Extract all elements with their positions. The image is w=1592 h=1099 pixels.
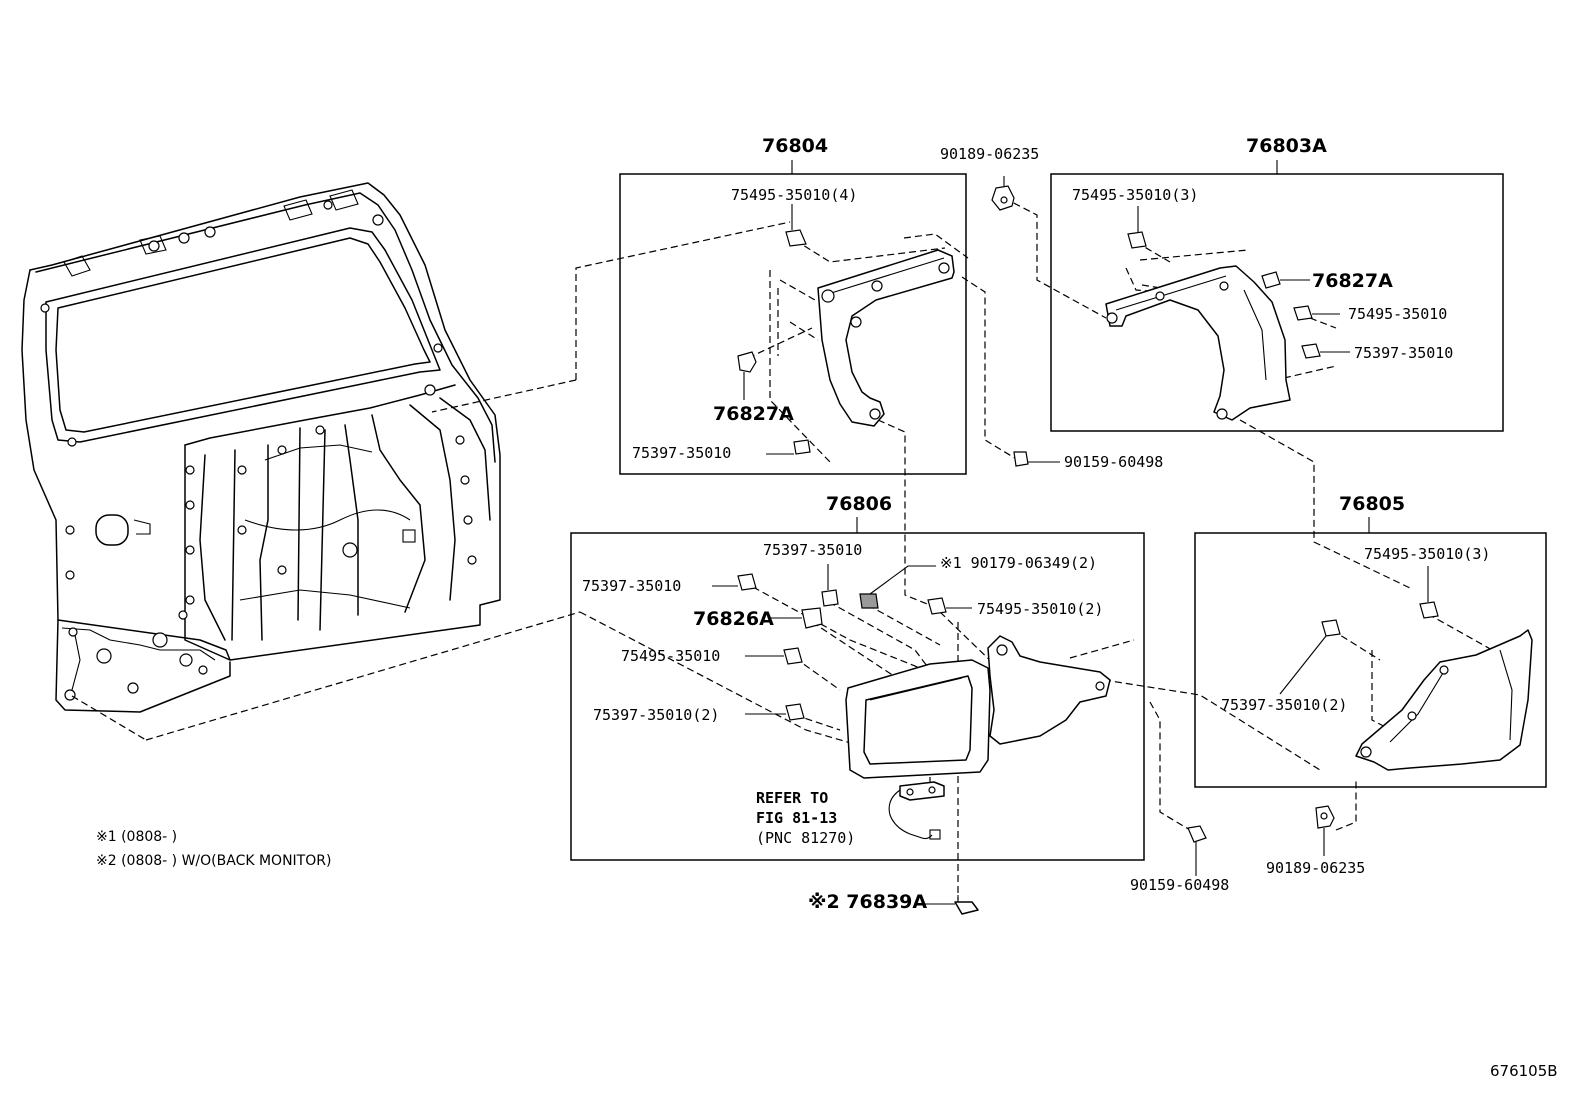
trim-76804-shape bbox=[817, 249, 955, 427]
part-label-75495-2: 75495-35010(2) bbox=[977, 600, 1104, 618]
part-label-90159-mid: 90159-60498 bbox=[1064, 453, 1164, 471]
part-label-75397-right: 75397-35010 bbox=[1354, 344, 1454, 362]
part-label-75397-2-lowerright: 75397-35010(2) bbox=[1221, 696, 1348, 714]
box-76804 bbox=[619, 173, 967, 475]
part-label-75495-4: 75495-35010(4) bbox=[731, 186, 858, 204]
group-label-76806: 76806 bbox=[826, 493, 893, 515]
footnote-2: ※2 (0808- ) W/O(BACK MONITOR) bbox=[96, 853, 332, 869]
reference-note: REFER TO FIG 81-13 (PNC 81270) bbox=[756, 788, 855, 848]
part-label-90179: ※1 90179-06349(2) bbox=[940, 554, 1098, 572]
part-label-75495-c: 75495-35010 bbox=[621, 647, 721, 665]
group-label-76803a: 76803A bbox=[1246, 135, 1327, 157]
part-label-76827a-left: 76827A bbox=[713, 403, 794, 425]
footnote-1: ※1 (0808- ) bbox=[96, 829, 178, 845]
back-door-panel bbox=[21, 182, 501, 713]
part-label-90189-bottom: 90189-06235 bbox=[1266, 859, 1366, 877]
part-label-90189-top: 90189-06235 bbox=[940, 145, 1040, 163]
box-76805 bbox=[1194, 532, 1547, 788]
part-label-75495-3-lowerright: 75495-35010(3) bbox=[1364, 545, 1491, 563]
part-label-76827a-right: 76827A bbox=[1312, 270, 1393, 292]
part-label-75495-right: 75495-35010 bbox=[1348, 305, 1448, 323]
trim-76805-shape bbox=[1355, 629, 1533, 771]
fasteners bbox=[712, 176, 1439, 905]
figure-id: 676105B bbox=[1490, 1062, 1558, 1080]
part-label-90159-bottom: 90159-60498 bbox=[1130, 876, 1230, 894]
part-label-75397-c1: 75397-35010 bbox=[763, 541, 863, 559]
trim-76806-shape bbox=[845, 635, 1111, 915]
part-label-75397-2: 75397-35010(2) bbox=[593, 706, 720, 724]
group-label-76805: 76805 bbox=[1339, 493, 1406, 515]
trim-76803a-shape bbox=[1105, 265, 1291, 421]
part-label-75397-c2: 75397-35010 bbox=[582, 577, 682, 595]
group-label-76804: 76804 bbox=[762, 135, 829, 157]
reference-line-1: REFER TO bbox=[756, 789, 829, 807]
part-label-75397-left: 75397-35010 bbox=[632, 444, 732, 462]
part-label-75495-3-right: 75495-35010(3) bbox=[1072, 186, 1199, 204]
reference-line-3: (PNC 81270) bbox=[756, 829, 856, 847]
part-label-76826a: 76826A bbox=[693, 608, 774, 630]
part-label-76839a: ※2 76839A bbox=[808, 891, 928, 913]
reference-line-2: FIG 81-13 bbox=[756, 809, 838, 827]
assembly-lines bbox=[71, 197, 1511, 900]
